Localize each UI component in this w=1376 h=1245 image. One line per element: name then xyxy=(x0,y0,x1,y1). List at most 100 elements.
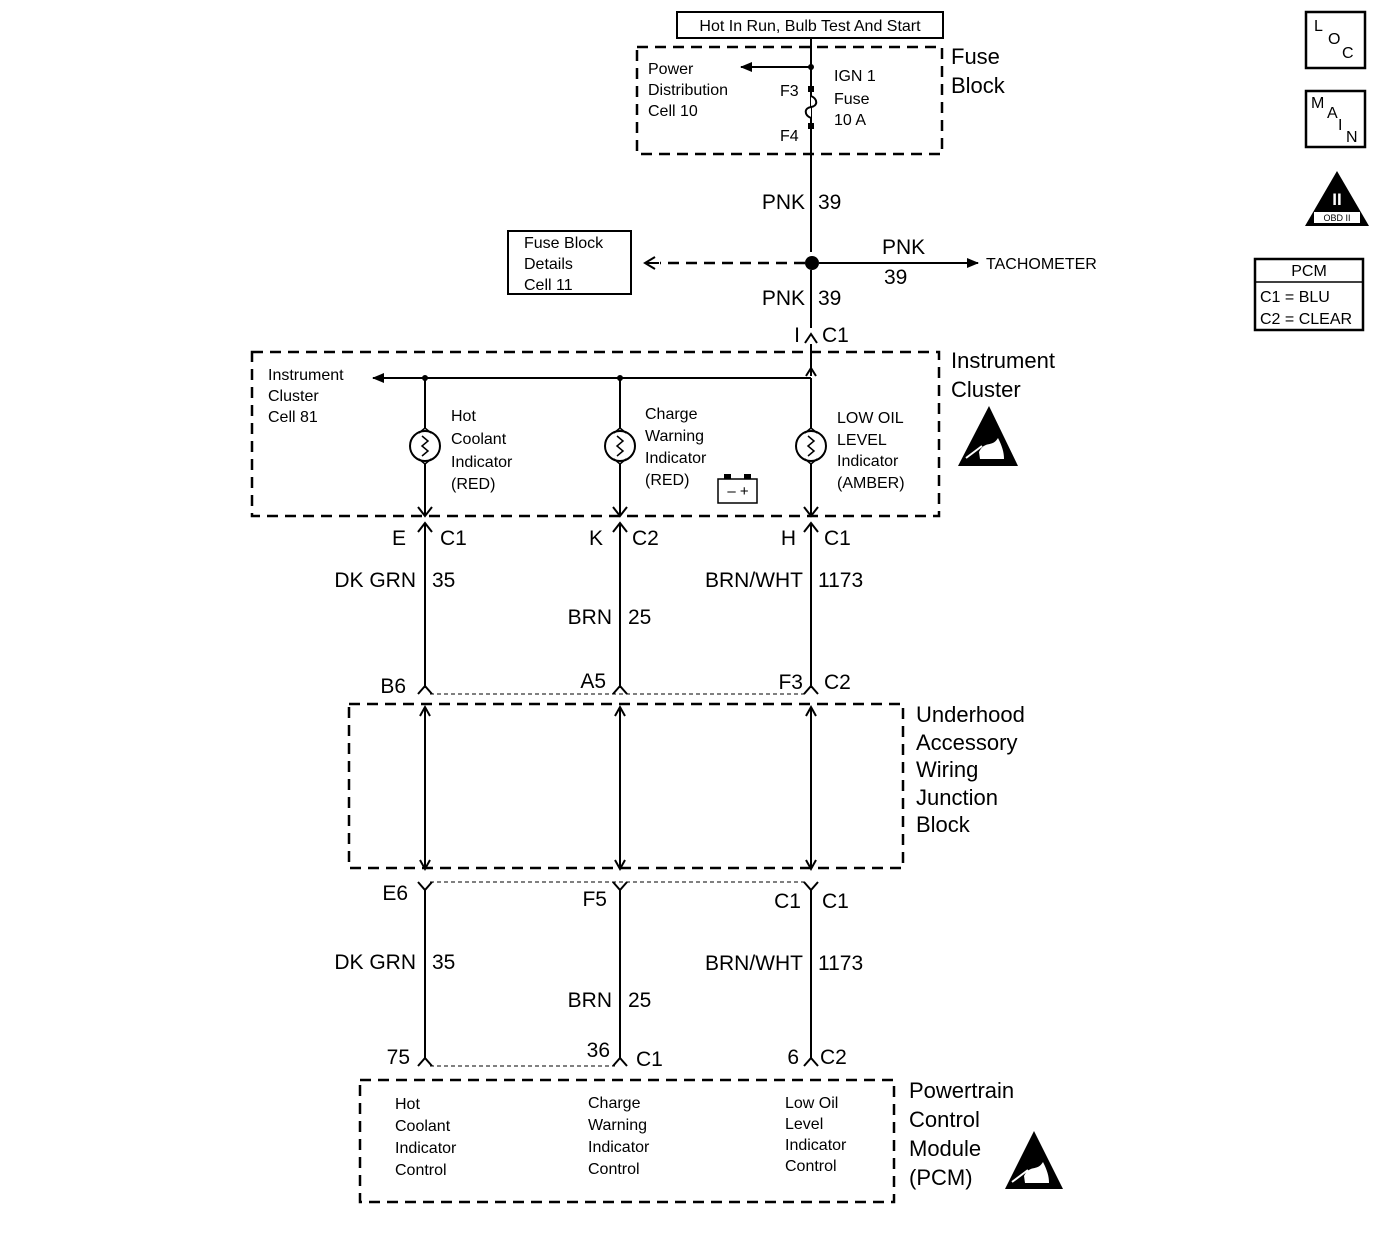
fuse-symbol xyxy=(804,92,818,123)
ic-input-pin: I xyxy=(794,324,800,347)
svg-text:C1 = BLU: C1 = BLU xyxy=(1260,289,1330,306)
lower-wire-3-circuit: 1173 xyxy=(818,952,863,975)
esd-warning-icon xyxy=(958,406,1018,466)
svg-text:Module: Module xyxy=(909,1136,981,1161)
junction-bottom-pin-3: C1 xyxy=(774,890,801,913)
pnk-upper-circuit: 39 xyxy=(818,191,841,214)
svg-text:Charge: Charge xyxy=(645,406,698,423)
ic-out-conn-1: C1 xyxy=(440,527,467,550)
svg-text:Wiring: Wiring xyxy=(916,757,978,782)
svg-text:Cell 81: Cell 81 xyxy=(268,409,318,426)
svg-text:(PCM): (PCM) xyxy=(909,1165,973,1190)
junction-bottom-connectors xyxy=(417,881,819,892)
pcm-pin-1: 75 xyxy=(387,1046,410,1069)
svg-text:Indicator: Indicator xyxy=(451,454,513,471)
svg-text:Power: Power xyxy=(648,61,694,78)
upper-wire-3-color: BRN/WHT xyxy=(705,569,803,592)
svg-text:Fuse Block: Fuse Block xyxy=(524,235,604,252)
splice-dot xyxy=(805,256,819,270)
svg-text:LEVEL: LEVEL xyxy=(837,432,887,449)
svg-text:Cell 11: Cell 11 xyxy=(524,277,573,294)
svg-text:IGN 1: IGN 1 xyxy=(834,68,876,85)
lower-wire-3-color: BRN/WHT xyxy=(705,952,803,975)
splice-details-label: Fuse Block Details Cell 11 xyxy=(524,235,604,294)
hot-coolant-label: Hot Coolant Indicator (RED) xyxy=(451,408,513,493)
pnk-lower-circuit: 39 xyxy=(818,287,841,310)
fuse-label: IGN 1 Fuse 10 A xyxy=(834,68,876,129)
svg-text:Accessory: Accessory xyxy=(916,730,1017,755)
svg-text:Underhood: Underhood xyxy=(916,702,1025,727)
svg-text:(AMBER): (AMBER) xyxy=(837,475,905,492)
svg-text:Instrument: Instrument xyxy=(951,348,1055,373)
lower-wire-2-color: BRN xyxy=(568,989,612,1012)
tach-dest: TACHOMETER xyxy=(986,256,1097,273)
svg-text:Fuse: Fuse xyxy=(834,91,870,108)
upper-wire-2-color: BRN xyxy=(568,606,612,629)
junction-block-title: Underhood Accessory Wiring Junction Bloc… xyxy=(916,702,1025,837)
svg-text:Low Oil: Low Oil xyxy=(785,1095,838,1112)
svg-text:Control: Control xyxy=(785,1158,837,1175)
fuse-block-ref: Power Distribution Cell 10 xyxy=(648,61,728,120)
svg-text:Cluster: Cluster xyxy=(268,388,319,405)
tach-circuit: 39 xyxy=(884,266,907,289)
fuse-block-outline xyxy=(635,45,944,156)
svg-text:C2 = CLEAR: C2 = CLEAR xyxy=(1260,311,1352,328)
svg-text:II: II xyxy=(1332,190,1341,209)
ic-out-pin-2: K xyxy=(589,527,603,550)
junction-top-connectors xyxy=(417,684,819,695)
instrument-cluster-outline xyxy=(250,350,941,518)
svg-text:I: I xyxy=(1338,117,1342,134)
power-source-label: Hot In Run, Bulb Test And Start xyxy=(699,18,921,35)
svg-text:Hot: Hot xyxy=(451,408,476,425)
junction-through-wires xyxy=(419,704,817,872)
svg-text:LOW OIL: LOW OIL xyxy=(837,410,904,427)
ic-out-pin-3: H xyxy=(781,527,796,550)
battery-icon: – + xyxy=(717,474,758,504)
junction-bottom-conn-3: C1 xyxy=(822,890,849,913)
svg-text:(RED): (RED) xyxy=(645,472,689,489)
pnk-lower-color: PNK xyxy=(762,287,805,310)
obd-ii-icon: II OBD II xyxy=(1305,171,1369,226)
svg-text:Fuse: Fuse xyxy=(951,44,1000,69)
instrument-cluster-title: Instrument Cluster xyxy=(951,348,1055,402)
loc-icon: L O C xyxy=(1304,10,1367,70)
pcm-conn-3: C2 xyxy=(820,1046,847,1069)
upper-wire-3-circuit: 1173 xyxy=(818,569,863,592)
svg-text:L: L xyxy=(1314,18,1323,35)
junction-top-pin-2: A5 xyxy=(580,670,606,693)
lower-wire-1-circuit: 35 xyxy=(432,951,455,974)
upper-wire-2-circuit: 25 xyxy=(628,606,651,629)
lower-wire-1-color: DK GRN xyxy=(334,951,416,974)
pcm-pin-2: 36 xyxy=(587,1039,610,1062)
svg-text:Indicator: Indicator xyxy=(785,1137,847,1154)
svg-text:OBD II: OBD II xyxy=(1323,213,1350,223)
fuse-pin-out: F4 xyxy=(780,128,799,145)
svg-text:– +: – + xyxy=(727,483,749,500)
svg-text:Junction: Junction xyxy=(916,785,998,810)
junction-block-outline xyxy=(347,702,905,870)
svg-text:Details: Details xyxy=(524,256,573,273)
pcm-outline xyxy=(358,1078,896,1204)
junction-bottom-pin-2: F5 xyxy=(582,888,607,911)
svg-text:M: M xyxy=(1311,95,1324,112)
svg-text:(RED): (RED) xyxy=(451,476,495,493)
pcm-title: Powertrain Control Module (PCM) xyxy=(909,1078,1014,1190)
pnk-upper-color: PNK xyxy=(762,191,805,214)
svg-text:Hot: Hot xyxy=(395,1096,420,1113)
pcm-esd-warning-icon xyxy=(1005,1131,1063,1189)
svg-text:Indicator: Indicator xyxy=(837,453,899,470)
upper-wire-1-color: DK GRN xyxy=(334,569,416,592)
svg-text:Warning: Warning xyxy=(645,428,704,445)
svg-text:Control: Control xyxy=(909,1107,980,1132)
svg-text:Control: Control xyxy=(588,1161,640,1178)
svg-text:Distribution: Distribution xyxy=(648,82,728,99)
pcm-connectors xyxy=(417,1056,819,1067)
svg-text:Instrument: Instrument xyxy=(268,367,344,384)
ic-out-conn-2: C2 xyxy=(632,527,659,550)
svg-text:Indicator: Indicator xyxy=(588,1139,650,1156)
lower-wire-2-circuit: 25 xyxy=(628,989,651,1012)
pcm-conn-2: C1 xyxy=(636,1048,663,1071)
svg-text:Warning: Warning xyxy=(588,1117,647,1134)
junction-top-pin-3: F3 xyxy=(778,671,803,694)
